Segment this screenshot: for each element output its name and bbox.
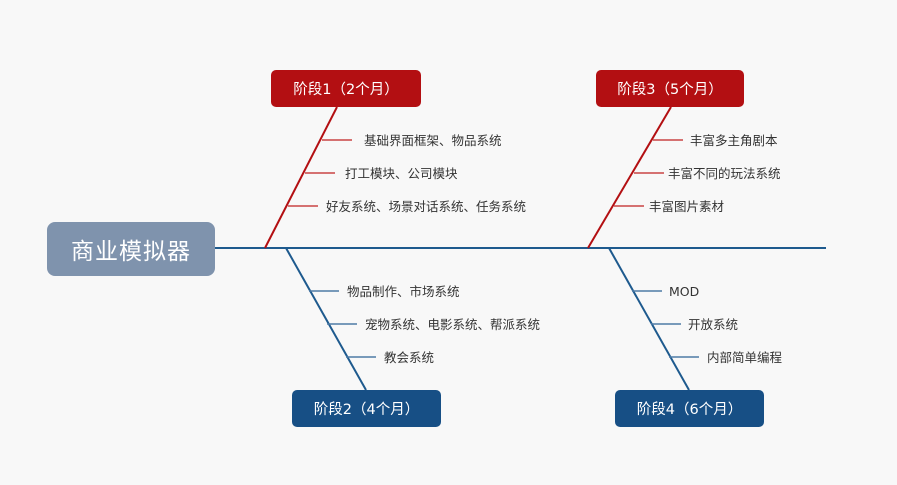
root-topic[interactable]: 商业模拟器: [47, 222, 215, 276]
stage-1-item-3[interactable]: 好友系统、场景对话系统、任务系统: [326, 199, 527, 214]
stage-2-box[interactable]: 阶段2（4个月）: [292, 390, 441, 427]
branch-stage-3: [587, 106, 672, 249]
stage-2-item-1[interactable]: 物品制作、市场系统: [347, 284, 460, 299]
stage-3-box[interactable]: 阶段3（5个月）: [596, 70, 744, 107]
stage-1-item-1[interactable]: 基础界面框架、物品系统: [364, 133, 502, 148]
stage-2-item-3[interactable]: 教会系统: [384, 350, 435, 365]
branch-stage-2: [285, 247, 367, 391]
branch-stage-4: [608, 247, 690, 391]
stage-1-box[interactable]: 阶段1（2个月）: [271, 70, 421, 107]
stage-3-item-3[interactable]: 丰富图片素材: [649, 199, 725, 214]
stage-4-box[interactable]: 阶段4（6个月）: [615, 390, 764, 427]
stage-1-item-2[interactable]: 打工模块、公司模块: [345, 166, 458, 181]
branch-stage-1: [264, 106, 338, 249]
stage-3-item-2[interactable]: 丰富不同的玩法系统: [668, 166, 781, 181]
stage-4-item-1[interactable]: MOD: [669, 284, 700, 299]
stage-2-item-2[interactable]: 宠物系统、电影系统、帮派系统: [365, 317, 541, 332]
stage-4-item-2[interactable]: 开放系统: [688, 317, 739, 332]
stage-4-item-3[interactable]: 内部简单编程: [707, 350, 783, 365]
stage-3-item-1[interactable]: 丰富多主角剧本: [690, 133, 778, 148]
